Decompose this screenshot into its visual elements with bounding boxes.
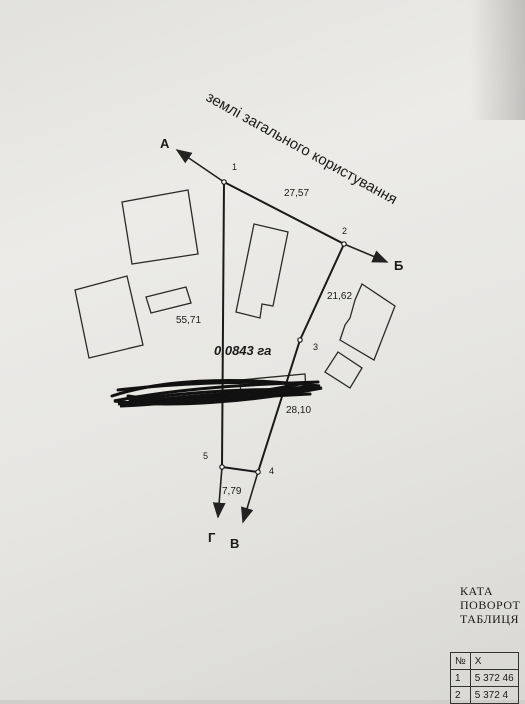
building-6: [324, 351, 363, 389]
point-label-3: 3: [313, 342, 318, 352]
row-number: 1: [450, 669, 471, 687]
table-title-line-3: ТАБЛИЦЯ: [460, 612, 519, 626]
side-length-4-5: 7,79: [222, 486, 242, 497]
direction-label-v: В: [230, 536, 239, 551]
page-edge-shadow: [470, 0, 525, 120]
coordinates-table: № X 1 5 372 46 2 5 372 4: [450, 652, 519, 704]
direction-label-g: Г: [208, 530, 216, 545]
building-2: [74, 275, 144, 359]
vertex-5: [219, 464, 225, 470]
point-label-1: 1: [232, 162, 237, 172]
parcel-boundary: [220, 180, 346, 474]
vertex-4: [255, 469, 261, 475]
building-3: [145, 286, 192, 314]
vertex-3: [297, 337, 303, 343]
header-x: X: [469, 652, 519, 670]
arrow-b: [343, 243, 389, 263]
vertex-2: [341, 241, 347, 247]
row-x: 5 372 46: [469, 669, 519, 687]
table-row: 2 5 372 4: [450, 686, 519, 704]
point-label-2: 2: [342, 226, 347, 236]
side-length-1-2: 27,57: [284, 188, 309, 199]
boundary-direction-lines: [175, 149, 389, 524]
table-title-line-1: КАТА: [460, 584, 494, 598]
parcel-area-label: 0,0843 га: [214, 343, 271, 358]
building-1: [121, 189, 199, 265]
direction-label-b: Б: [394, 258, 403, 273]
row-number: 2: [450, 686, 471, 704]
vertex-1: [221, 179, 227, 185]
side-length-3-4: 28,10: [286, 405, 311, 416]
building-4: [235, 223, 289, 319]
point-label-5: 5: [203, 451, 208, 461]
parcel-vertices: [219, 179, 347, 475]
table-title-line-2: ПОВОРОТ: [460, 598, 521, 612]
arrow-a: [175, 149, 225, 183]
arrow-g: [212, 466, 226, 519]
arrow-v: [241, 471, 259, 524]
table-row: 1 5 372 46: [450, 669, 519, 687]
side-length-2-3: 21,62: [327, 291, 352, 302]
header-number: №: [450, 652, 471, 670]
table-header-row: № X: [450, 652, 519, 670]
side-length-5-1: 55,71: [176, 315, 201, 326]
point-label-4: 4: [269, 466, 274, 476]
redaction-scribble: [110, 379, 323, 408]
row-x: 5 372 4: [469, 686, 519, 704]
direction-label-a: А: [160, 136, 170, 151]
building-5: [339, 283, 396, 361]
